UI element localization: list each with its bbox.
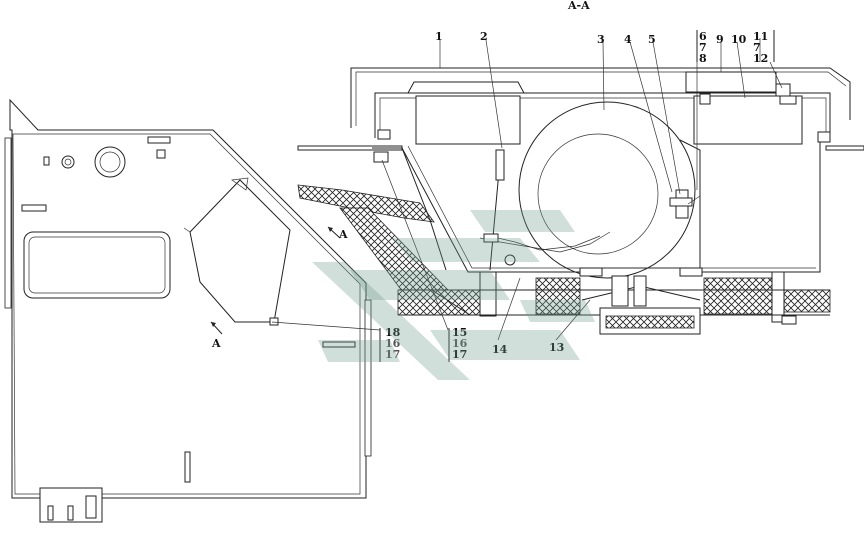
section-mark-lower: A: [210, 321, 223, 350]
drain-outlet: [581, 275, 797, 335]
left-air-duct: [297, 147, 471, 316]
cab-wall-panel: [4, 98, 372, 523]
svg-text:1: 1: [435, 30, 443, 43]
svg-text:6: 6: [699, 30, 707, 43]
svg-text:4: 4: [624, 33, 632, 46]
heater-cover: [350, 67, 851, 140]
svg-text:12: 12: [753, 52, 768, 65]
callout-labels: 1 2 3 4 5 6 7 8 9 10 11 7 12 13 14 15 16…: [379, 30, 775, 362]
svg-text:3: 3: [597, 33, 605, 46]
svg-text:A: A: [338, 228, 348, 241]
cab-floor: [397, 267, 831, 323]
watermark-logo: [312, 210, 595, 380]
svg-text:8: 8: [699, 52, 707, 65]
svg-text:2: 2: [480, 30, 488, 43]
heater-housing: [377, 83, 831, 273]
svg-text:13: 13: [549, 341, 564, 354]
clip: [495, 149, 505, 181]
svg-text:11: 11: [753, 30, 768, 43]
svg-text:10: 10: [731, 33, 747, 46]
svg-text:9: 9: [716, 33, 724, 46]
svg-text:16: 16: [452, 337, 468, 350]
svg-text:15: 15: [452, 326, 467, 339]
svg-text:14: 14: [492, 343, 508, 356]
svg-text:5: 5: [648, 33, 656, 46]
leader-lines: [271, 38, 783, 341]
svg-text:17: 17: [385, 348, 400, 361]
svg-text:16: 16: [385, 337, 401, 350]
svg-text:7: 7: [699, 41, 707, 54]
thermostat-wire: [483, 233, 601, 266]
section-mark-upper: A: [327, 226, 348, 241]
svg-text:17: 17: [452, 348, 467, 361]
fan-valve: [669, 189, 701, 219]
floor-plate-right: [825, 145, 864, 151]
svg-text:A: A: [211, 337, 221, 350]
section-title: A-A: [567, 0, 590, 12]
svg-text:18: 18: [385, 326, 401, 339]
floor-plate: [297, 145, 403, 151]
svg-text:7: 7: [753, 41, 761, 54]
